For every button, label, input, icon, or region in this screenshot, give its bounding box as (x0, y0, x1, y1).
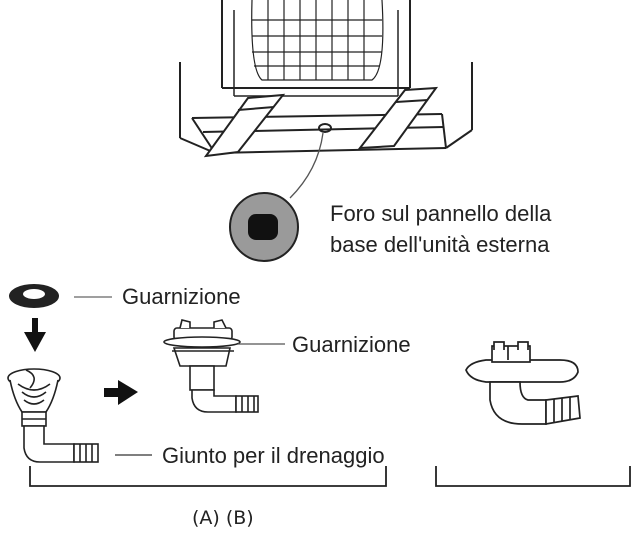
drain-joint-label: Giunto per il drenaggio (162, 443, 385, 468)
outdoor-unit-illustration (179, 0, 473, 158)
drain-joint-installed-icon (465, 341, 581, 426)
bracket-right (435, 466, 631, 487)
right-arrow-icon (104, 380, 138, 405)
base-hole-magnified-icon (229, 192, 299, 262)
caption-ab: (A) (B) (192, 507, 254, 529)
down-arrow-icon (24, 318, 46, 352)
gasket-top-label: Guarnizione (122, 284, 241, 309)
bracket-ab (29, 466, 387, 487)
hole-leader-line (289, 132, 324, 199)
drain-joint-assembled-icon (163, 319, 259, 413)
gasket-mid-label: Guarnizione (292, 332, 411, 357)
hole-label-line2: base dell'unità esterna (330, 232, 550, 257)
hole-label-line1: Foro sul pannello della (330, 201, 552, 226)
gasket-ring-icon (9, 284, 59, 308)
drain-joint-a-icon (7, 368, 99, 463)
